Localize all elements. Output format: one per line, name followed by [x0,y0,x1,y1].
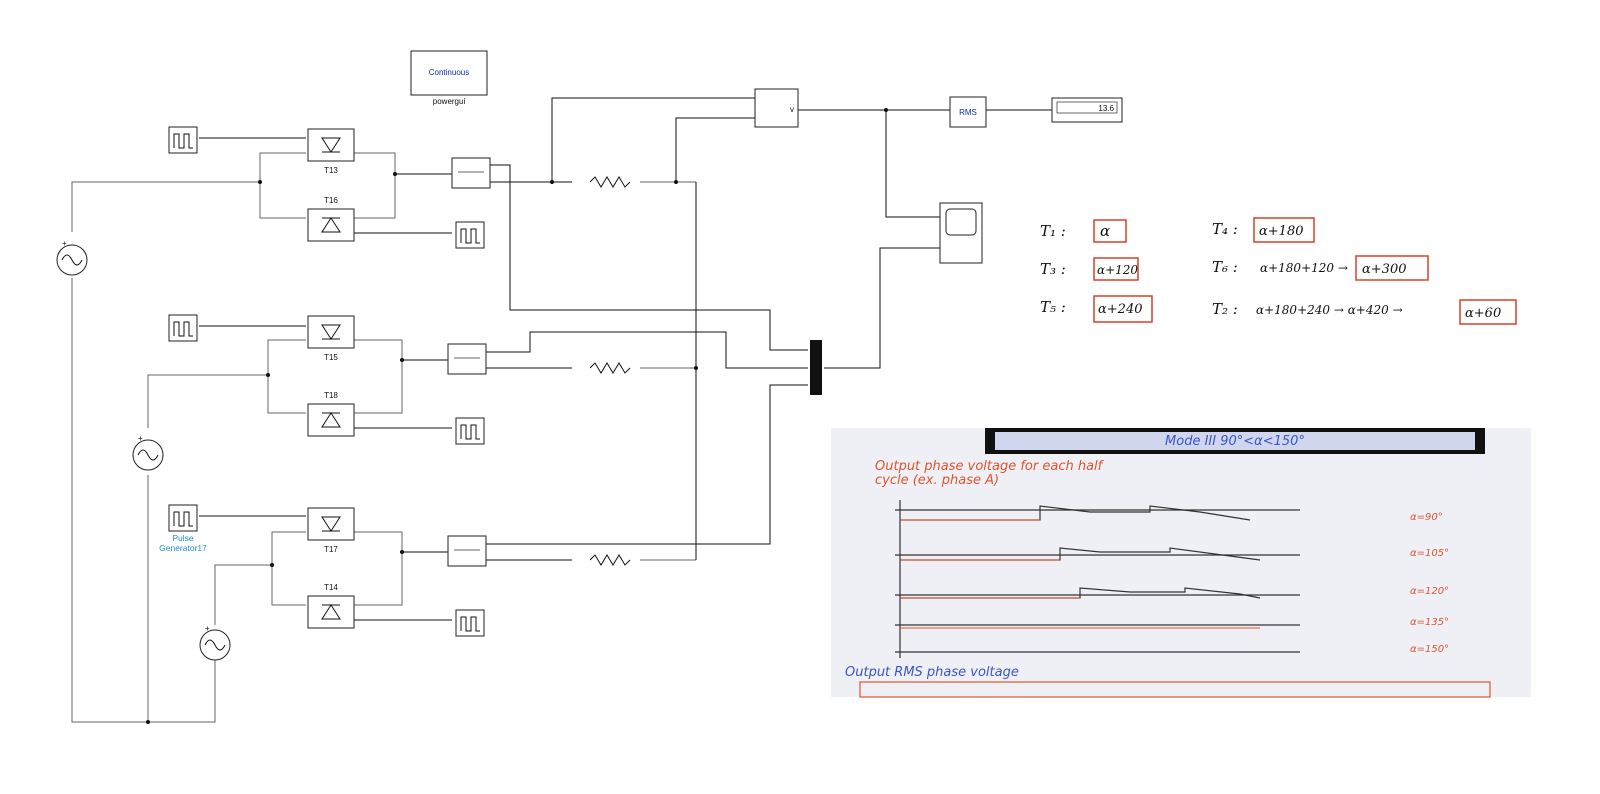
thyristor-t14[interactable]: T14 [307,583,355,629]
current-measurement-b[interactable] [447,343,487,375]
ac-source-b[interactable]: + [132,434,164,471]
powergui-mode: Continuous [429,68,469,77]
pulse-generator-6[interactable] [455,609,485,637]
pulse-generator-4[interactable] [455,417,485,445]
current-measurement-c[interactable] [447,535,487,567]
resistor-b[interactable] [589,362,631,374]
pulse-generator-label-1: Pulse [172,533,194,543]
thyristor-t18-label: T18 [324,391,338,400]
thyristor-t16-label: T16 [324,196,338,205]
note-t4-lhs: T₄ : [1212,220,1238,238]
lecture-red-traces [900,519,1260,629]
note-t6-lhs: T₆ : [1212,258,1238,276]
note-t4-rhs: α+180 [1259,224,1303,239]
resistor-a[interactable] [589,176,631,188]
note-t1-rhs: α [1100,222,1110,240]
note-t2-rhs: α+60 [1465,306,1501,321]
powergui-label: powergui [433,97,466,106]
pulse-generator-2[interactable] [455,221,485,249]
display-block[interactable]: 13.6 [1051,97,1123,123]
powergui-block[interactable]: Continuous powergui [410,50,488,106]
thyristor-t14-label: T14 [324,583,338,592]
lecture-heading-1: Output phase voltage for each half [875,459,1105,474]
lecture-row-label-5: α=150° [1410,644,1449,655]
svg-text:+: + [62,239,67,248]
pulse-generator-1[interactable] [168,126,198,154]
mux-block[interactable] [810,340,822,395]
note-t2-expr: α+180+240 → α+420 → [1256,303,1403,317]
lecture-waveform-axes [895,500,1300,658]
lecture-footer: Output RMS phase voltage [845,665,1019,680]
current-measurement-a[interactable] [451,157,491,189]
thyristor-t16[interactable]: T16 [307,196,355,242]
lecture-heading-2: cycle (ex. phase A) [875,473,999,488]
lecture-row-label-1: α=90° [1410,512,1443,523]
wiring [71,97,1052,723]
voltage-measurement[interactable]: v [754,88,799,128]
pulse-generator-label-2: Generator17 [159,543,207,553]
note-t5-rhs: α+240 [1098,302,1142,317]
scope-block[interactable] [939,202,983,264]
svg-text:+: + [138,434,143,443]
thyristor-t15[interactable]: T15 [307,315,355,362]
ac-source-c[interactable]: + [199,624,231,661]
handwritten-notes: T₁ : α T₃ : α+120 T₅ : α+240 T₄ : α+180 … [1040,217,1517,325]
note-t5-lhs: T₅ : [1040,298,1066,316]
thyristor-t17[interactable]: T17 [307,507,355,554]
thyristor-t18[interactable]: T18 [307,391,355,437]
wire-junctions [146,108,888,724]
lecture-row-label-3: α=120° [1410,586,1449,597]
thyristor-t17-label: T17 [324,545,338,554]
rms-label: RMS [959,108,977,117]
resistor-c[interactable] [589,554,631,566]
ac-source-a[interactable]: + [56,239,88,276]
note-t2-lhs: T₂ : [1212,300,1238,318]
svg-text:v: v [790,105,794,114]
thyristor-t13[interactable]: T13 [307,128,355,175]
lecture-waveforms [900,505,1261,599]
pulse-generator-3[interactable] [168,314,198,342]
thyristor-t15-label: T15 [324,353,338,362]
note-t6-expr: α+180+120 → [1260,261,1348,275]
note-t1-lhs: T₁ : [1040,222,1066,240]
lecture-row-label-2: α=105° [1410,548,1449,559]
rms-block[interactable]: RMS [949,96,987,128]
lecture-banner: Mode III 90°<α<150° [1165,434,1305,449]
lecture-image: Mode III 90°<α<150° Output phase voltage… [831,428,1531,698]
lecture-row-label-4: α=135° [1410,617,1449,628]
display-value: 13.6 [1098,104,1114,113]
thyristor-t13-label: T13 [324,166,338,175]
pulse-generator-17[interactable]: Pulse Generator17 [159,504,207,553]
note-t6-rhs: α+300 [1362,262,1406,277]
note-t3-lhs: T₃ : [1040,260,1066,278]
note-t3-rhs: α+120 [1097,263,1138,277]
svg-text:+: + [205,624,210,633]
